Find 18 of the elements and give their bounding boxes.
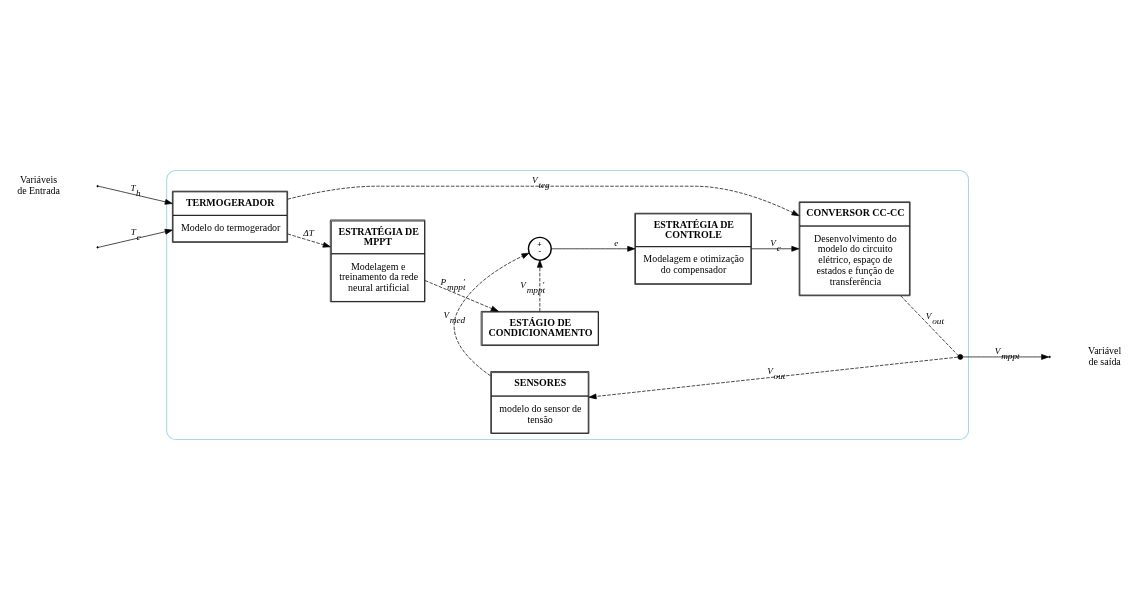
arrow: [287, 185, 800, 216]
edge-label: ΔT: [303, 227, 314, 238]
arrow: [550, 245, 636, 252]
edge-label: e: [614, 237, 619, 248]
arrow: [537, 259, 543, 312]
arrow: [453, 252, 530, 376]
arrow: [287, 233, 331, 247]
arrow: [751, 245, 800, 252]
connector: [900, 295, 959, 356]
arrow: [588, 356, 958, 399]
label: Variável de saída: [1088, 344, 1122, 367]
arrow: [424, 279, 499, 312]
arrow: [98, 228, 173, 248]
node-circle: [957, 353, 964, 360]
arrow: [962, 353, 1050, 360]
arrow: [98, 185, 173, 205]
label: Variáveis de Entrada: [17, 173, 61, 196]
node-circle: + -: [527, 236, 552, 261]
